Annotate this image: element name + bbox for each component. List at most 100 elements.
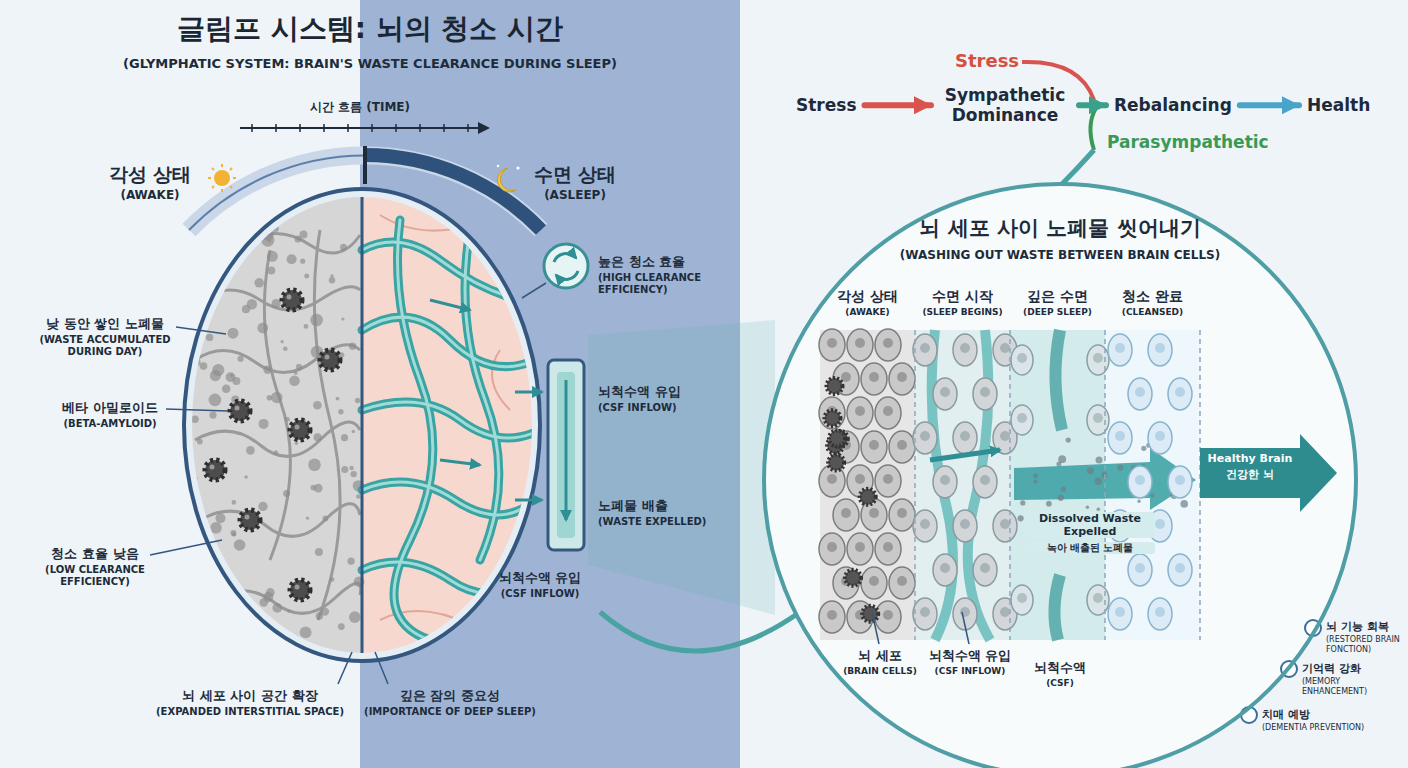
waste-dot	[216, 513, 226, 523]
brain-cell	[861, 567, 887, 599]
cell-nucleus	[897, 576, 907, 586]
waste-dot	[355, 398, 360, 403]
brain-cell	[819, 533, 845, 565]
waste-dot	[232, 252, 238, 258]
amyloid-highlight	[287, 295, 292, 300]
waste-dot	[210, 522, 222, 534]
panel-ground	[915, 330, 1010, 640]
cell-nucleus	[883, 406, 893, 416]
label-text: (MEMORY ENHANCEMENT)	[1302, 677, 1402, 696]
amyloid-clump	[825, 410, 841, 426]
waste-dot	[330, 274, 333, 277]
label-text: 수면 상태	[520, 163, 630, 186]
parasympathetic-curve	[1090, 108, 1096, 150]
panel-divider	[914, 330, 916, 640]
waste-dot	[1033, 480, 1037, 484]
cell-nucleus	[1175, 563, 1185, 573]
cell-nucleus	[920, 431, 930, 441]
cell-nucleus	[1115, 431, 1125, 441]
waste-dot	[193, 537, 201, 545]
waste-dot	[238, 356, 244, 362]
label-text: (ASLEEP)	[520, 188, 630, 202]
waste-dot	[259, 419, 269, 429]
leader-line	[872, 612, 879, 644]
waste-dot	[248, 211, 252, 215]
flow-arrows	[430, 300, 542, 500]
brain-cell	[913, 422, 937, 454]
flow-arrow	[1079, 102, 1106, 108]
waste-dot	[351, 471, 357, 477]
cell-nucleus	[1000, 343, 1010, 353]
waste-dot	[258, 502, 267, 511]
waste-dot	[206, 228, 211, 233]
cell-nucleus	[940, 475, 950, 485]
label-text: 치매 예방	[1262, 708, 1392, 721]
waste-dot	[300, 627, 312, 639]
brain-cell	[847, 397, 873, 429]
zoom-curve	[600, 612, 800, 651]
waste-dot	[329, 277, 335, 283]
waste-dot	[222, 384, 231, 393]
cell-nucleus	[1155, 607, 1165, 617]
label-text: (CSF INFLOW)	[915, 666, 1025, 677]
amyloid-clump	[240, 510, 260, 530]
label-text: 깊은 수면	[1010, 288, 1105, 305]
brain-cell	[973, 378, 997, 410]
waste-dot	[338, 409, 343, 414]
brain-cell	[833, 499, 859, 531]
waste-dot	[296, 364, 302, 370]
label-text: 녹아 배출된 노폐물	[1025, 542, 1155, 554]
cell-nucleus	[960, 431, 970, 441]
waste-dot	[341, 466, 348, 473]
brain-cell	[889, 567, 915, 599]
waste-dot	[1020, 500, 1025, 505]
amyloid-clump	[829, 431, 845, 447]
waste-dot	[209, 394, 222, 407]
amyloid-clump	[845, 570, 861, 586]
brain-cell	[953, 334, 977, 366]
waste-dot	[230, 530, 236, 536]
waste-dot	[200, 362, 208, 370]
brain-cell	[1108, 598, 1132, 630]
brain-cell	[1148, 334, 1172, 366]
waste-dot	[207, 293, 211, 297]
waste-dot	[204, 205, 212, 213]
flow-step: Health	[1303, 93, 1374, 117]
amyloid-highlight	[295, 425, 300, 430]
cell-nucleus	[883, 542, 893, 552]
label-text: (EXPANDED INTERSTITIAL SPACE)	[130, 706, 370, 718]
brain	[190, 190, 542, 660]
cell-nucleus	[1093, 353, 1103, 363]
waste-dot	[267, 395, 273, 401]
amyloid-clump	[290, 580, 310, 600]
brain-cell	[1128, 378, 1152, 410]
label-text: 뇌척수액	[1010, 660, 1110, 676]
brain-cell	[933, 554, 957, 586]
waste-dot	[1086, 506, 1089, 509]
waste-dot	[267, 251, 278, 262]
brain-cell	[953, 510, 977, 542]
healthy-arrow	[1200, 434, 1337, 512]
waste-dot	[1061, 487, 1066, 492]
waste-dot	[274, 221, 280, 227]
waste-dot	[352, 430, 355, 433]
label-text: 청소 효율 낮음	[20, 546, 170, 562]
cell-nucleus	[1017, 593, 1027, 603]
sun-icon	[208, 164, 236, 192]
brain-cell	[847, 329, 873, 361]
cell-nucleus	[841, 508, 851, 518]
cell-nucleus	[855, 542, 865, 552]
waste-dot	[194, 477, 198, 481]
cell-nucleus	[897, 440, 907, 450]
brain-cell	[953, 422, 977, 454]
waste-dot	[268, 267, 276, 275]
label-text: (DEMENTIA PREVENTION)	[1262, 723, 1392, 733]
waste-dot	[289, 376, 300, 387]
cell-nucleus	[869, 576, 879, 586]
label-text: 높은 청소 효율	[598, 254, 728, 270]
brain-cell	[1128, 466, 1152, 498]
step-text: Stress	[796, 95, 857, 115]
panel-divider	[1104, 330, 1106, 640]
cell-nucleus	[1135, 563, 1145, 573]
waste-dot	[257, 323, 268, 334]
